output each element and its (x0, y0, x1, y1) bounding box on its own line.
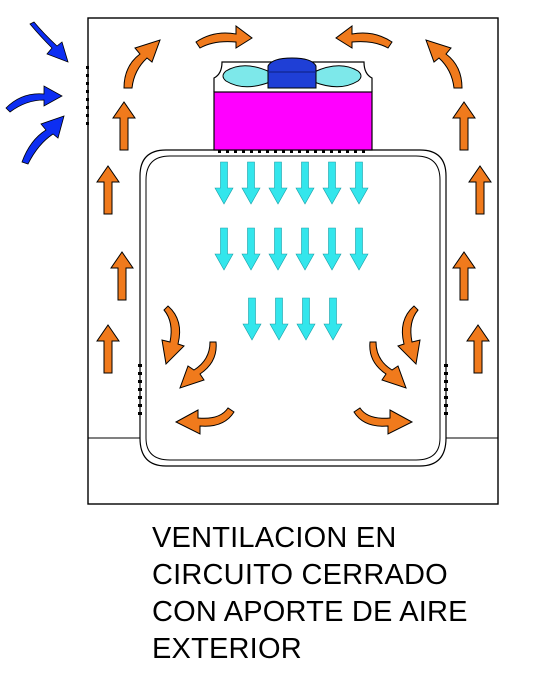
right-return-grille (444, 364, 448, 415)
orange-arrow-icon (353, 407, 414, 435)
caption-line: EXTERIOR (152, 633, 302, 665)
orange-arrow-icon (369, 341, 407, 389)
orange-arrow-icon (179, 341, 217, 389)
caption-line: CON APORTE DE AIRE (152, 596, 468, 628)
curved-arrow-icon (21, 115, 65, 165)
diagram-caption: VENTILACION EN CIRCUITO CERRADO CON APOR… (152, 520, 552, 668)
orange-arrow-icon (335, 25, 393, 49)
work-chamber-inner (145, 155, 441, 461)
left-return-grille (138, 364, 142, 415)
fan-filter-unit (213, 57, 373, 151)
hepa-filter-icon (213, 91, 373, 151)
exterior-air-grille (86, 66, 89, 125)
top-recirculation-arrows (123, 25, 463, 89)
exterior-air-arrows (5, 21, 69, 165)
curved-arrow-icon (29, 21, 69, 63)
curved-arrow-icon (5, 85, 63, 113)
orange-arrow-icon (161, 305, 185, 366)
orange-arrow-icon (174, 407, 235, 435)
work-chamber (139, 149, 447, 467)
orange-arrow-icon (397, 305, 421, 366)
chamber-return-arrows (161, 305, 421, 435)
caption-line: VENTILACION EN (152, 522, 397, 554)
orange-arrow-icon (195, 25, 253, 49)
orange-arrow-icon (123, 39, 161, 89)
orange-arrow-icon (425, 39, 463, 89)
caption-line: CIRCUITO CERRADO (152, 559, 448, 591)
fan-icon (222, 57, 362, 89)
filter-diffuser-grille (218, 150, 365, 153)
